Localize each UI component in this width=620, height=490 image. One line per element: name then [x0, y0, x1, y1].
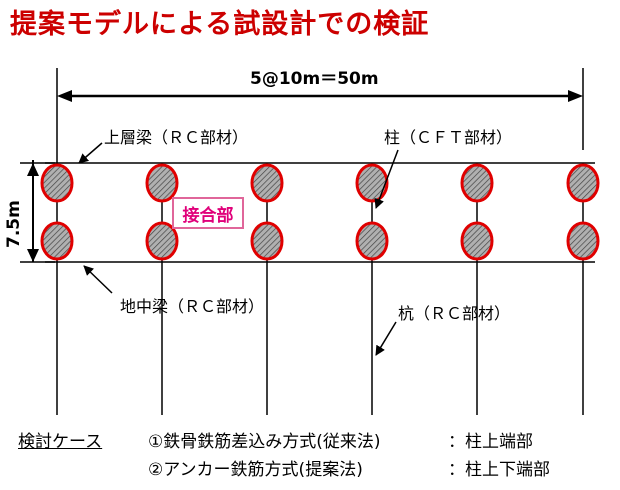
upper-beam-label: 上層梁（ＲＣ部材） — [104, 128, 249, 147]
column-label: 柱（ＣＦＴ部材） — [384, 128, 513, 147]
ground-beam-leader — [83, 265, 113, 294]
case-result: ：柱上端部 — [448, 432, 533, 452]
case-method: ①鉄骨鉄筋差込み方式(従来法) — [148, 432, 381, 452]
span-dimension — [56, 68, 584, 175]
upper-beam-leader — [78, 142, 103, 164]
column-leader — [374, 149, 399, 209]
leader-arrows — [78, 142, 399, 356]
ground-beam-label: 地中梁（ＲＣ部材） — [120, 297, 265, 316]
span-dimension-label: 5@10m＝50m — [250, 69, 379, 89]
height-dimension-label: 7.5m — [4, 200, 24, 248]
cases-heading: 検討ケース — [18, 432, 103, 452]
pile-leader — [375, 321, 397, 356]
case-result: ：柱上下端部 — [448, 460, 550, 480]
joint-label: 接合部 — [172, 197, 244, 229]
columns-and-piles — [56, 163, 584, 415]
pile-label: 杭（ＲＣ部材） — [398, 304, 511, 323]
joint-markers — [40, 163, 600, 261]
page-title: 提案モデルによる試設計での検証 — [10, 9, 430, 40]
case-method: ②アンカー鉄筋方式(提案法) — [148, 460, 363, 480]
